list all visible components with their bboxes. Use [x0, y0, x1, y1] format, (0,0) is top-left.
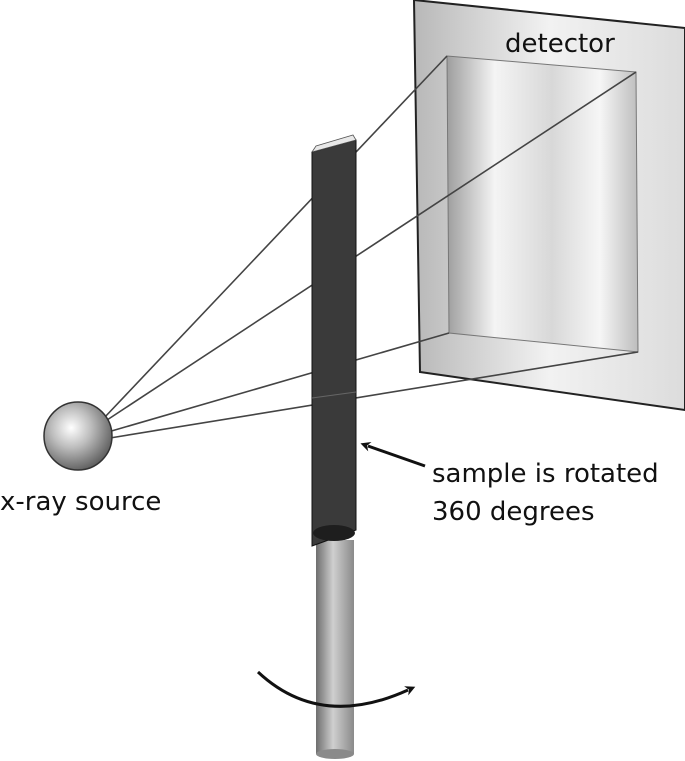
- shaft-bottom: [316, 749, 354, 759]
- source-sphere-icon: [43, 401, 113, 471]
- sample-annotation: sample is rotated 360 degrees: [360, 441, 659, 527]
- xray-source: x-ray source: [0, 401, 161, 517]
- rotation-curved-arrow-icon: [256, 670, 416, 708]
- detector: detector: [412, 0, 685, 412]
- detector-screen: [446, 55, 639, 353]
- detector-label: detector: [505, 29, 615, 59]
- beam-line-bottom-left: [107, 332, 450, 433]
- beam-line-top-right: [103, 71, 637, 423]
- beam-line-through-sample: [311, 391, 357, 399]
- sample-base-cap: [313, 525, 355, 541]
- rotation-shaft: [316, 540, 354, 759]
- beam-line-top-left: [103, 55, 448, 419]
- rotation-indicator: [256, 670, 416, 708]
- sample-bar: [311, 139, 357, 547]
- beam-lines: [103, 55, 639, 439]
- beam-line-bottom-right: [109, 351, 639, 439]
- sample-annotation-line-1: sample is rotated: [432, 459, 659, 489]
- shaft-body: [316, 540, 354, 754]
- pointer-arrow-icon: [360, 441, 426, 468]
- sample-annotation-line-2: 360 degrees: [432, 497, 595, 527]
- xray-source-label: x-ray source: [0, 487, 161, 517]
- sample-top-face: [311, 134, 357, 153]
- sample: [311, 134, 357, 547]
